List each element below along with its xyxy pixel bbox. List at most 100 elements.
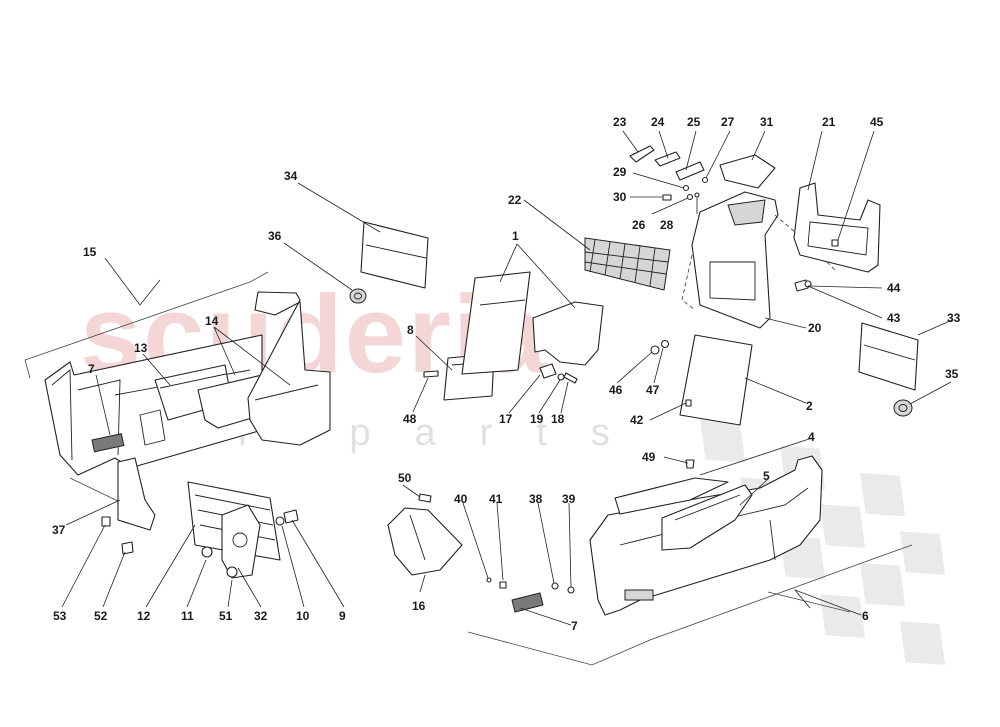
callout-38: 38 bbox=[529, 492, 543, 506]
callout-35: 35 bbox=[945, 367, 959, 381]
part-51-fastener bbox=[226, 566, 238, 578]
callout-25: 25 bbox=[687, 115, 701, 129]
part-7-grille-right bbox=[511, 592, 544, 613]
floor-reference-lines bbox=[24, 271, 913, 666]
part-23-handle bbox=[629, 145, 655, 163]
callout-34: 34 bbox=[284, 169, 298, 183]
part-36-grommet bbox=[349, 288, 367, 304]
part-26-washer bbox=[686, 193, 694, 201]
part-39-fastener bbox=[567, 586, 575, 594]
part-31-cover bbox=[719, 154, 776, 189]
callout-23: 23 bbox=[613, 115, 627, 129]
callout-16: 16 bbox=[412, 599, 426, 613]
part-1-panel bbox=[461, 271, 604, 375]
callout-6: 6 bbox=[862, 609, 869, 623]
part-18-screw bbox=[563, 372, 578, 384]
part-47-nut bbox=[660, 339, 670, 349]
part-25-bracket bbox=[675, 161, 705, 181]
callout-53: 53 bbox=[53, 609, 67, 623]
part-49-clip bbox=[685, 459, 695, 469]
part-52-screw bbox=[121, 541, 134, 555]
callout-46: 46 bbox=[609, 383, 623, 397]
part-35-grommet bbox=[893, 399, 913, 417]
part-17-clip bbox=[539, 363, 557, 379]
callout-2: 2 bbox=[806, 399, 813, 413]
callout-47: 47 bbox=[646, 383, 660, 397]
callout-24: 24 bbox=[651, 115, 665, 129]
callout-8: 8 bbox=[407, 323, 414, 337]
part-48-pin bbox=[423, 370, 439, 378]
callout-14: 14 bbox=[205, 314, 219, 328]
callout-12: 12 bbox=[137, 609, 151, 623]
part-33-panel bbox=[858, 322, 919, 391]
callout-13: 13 bbox=[134, 341, 148, 355]
part-9-screw bbox=[283, 509, 299, 524]
callout-10: 10 bbox=[296, 609, 310, 623]
callout-44: 44 bbox=[887, 281, 901, 295]
callout-31: 31 bbox=[760, 115, 774, 129]
callout-20: 20 bbox=[808, 321, 822, 335]
callout-9: 9 bbox=[339, 609, 346, 623]
callout-26: 26 bbox=[632, 218, 646, 232]
part-10-washer bbox=[275, 516, 285, 526]
part-53-clip bbox=[101, 516, 111, 527]
callout-30: 30 bbox=[613, 190, 627, 204]
callout-28: 28 bbox=[660, 218, 674, 232]
part-14-bins bbox=[197, 291, 331, 446]
callout-22: 22 bbox=[508, 193, 522, 207]
callout-51: 51 bbox=[219, 609, 233, 623]
callout-36: 36 bbox=[268, 229, 282, 243]
part-30-screw bbox=[662, 194, 672, 201]
part-19-fastener bbox=[557, 373, 565, 381]
part-42-clip bbox=[685, 399, 692, 407]
part-28-nut bbox=[694, 192, 700, 198]
callout-7-right: 7 bbox=[571, 619, 578, 633]
callout-7-left: 7 bbox=[88, 362, 95, 376]
callout-29: 29 bbox=[613, 165, 627, 179]
callout-40: 40 bbox=[454, 492, 468, 506]
part-11-fastener bbox=[201, 546, 213, 558]
part-22-net bbox=[584, 237, 671, 291]
callout-42: 42 bbox=[630, 413, 644, 427]
callout-50: 50 bbox=[398, 471, 412, 485]
part-34-panel bbox=[360, 221, 429, 289]
part-45-clip bbox=[831, 239, 839, 247]
callout-43: 43 bbox=[887, 311, 901, 325]
callout-5: 5 bbox=[763, 469, 770, 483]
part-21-frame bbox=[793, 182, 881, 273]
leader-lines bbox=[61, 130, 953, 626]
callout-32: 32 bbox=[254, 609, 268, 623]
callout-18: 18 bbox=[551, 412, 565, 426]
callout-15: 15 bbox=[83, 245, 97, 259]
callout-4: 4 bbox=[808, 430, 815, 444]
part-20-console bbox=[691, 191, 779, 329]
callout-45: 45 bbox=[870, 115, 884, 129]
callout-21: 21 bbox=[822, 115, 836, 129]
callout-37: 37 bbox=[52, 523, 66, 537]
part-27-clip bbox=[701, 176, 709, 184]
part-43-nut bbox=[804, 280, 812, 288]
part-40-clip bbox=[486, 577, 492, 583]
part-37-bracket bbox=[117, 457, 156, 531]
callout-1: 1 bbox=[512, 229, 519, 243]
callout-48: 48 bbox=[403, 412, 417, 426]
part-4-strip bbox=[614, 477, 729, 515]
part-38-fastener bbox=[551, 582, 559, 590]
part-16-cover bbox=[387, 507, 463, 576]
part-29-screw bbox=[682, 184, 690, 192]
callout-numbers: 34 36 15 13 14 7 37 53 52 12 11 51 32 10… bbox=[52, 115, 961, 633]
part-46-screw bbox=[650, 345, 660, 355]
callout-17: 17 bbox=[499, 412, 513, 426]
part-2-panel bbox=[679, 334, 753, 426]
callout-27: 27 bbox=[721, 115, 735, 129]
callout-41: 41 bbox=[489, 492, 503, 506]
callout-19: 19 bbox=[530, 412, 544, 426]
part-24-handle bbox=[654, 151, 681, 167]
part-41-clip bbox=[499, 581, 507, 589]
part-32-cover bbox=[221, 504, 261, 579]
callout-52: 52 bbox=[94, 609, 108, 623]
part-5-pocket bbox=[661, 484, 753, 551]
part-50-screw bbox=[418, 493, 432, 503]
callout-11: 11 bbox=[181, 609, 194, 623]
